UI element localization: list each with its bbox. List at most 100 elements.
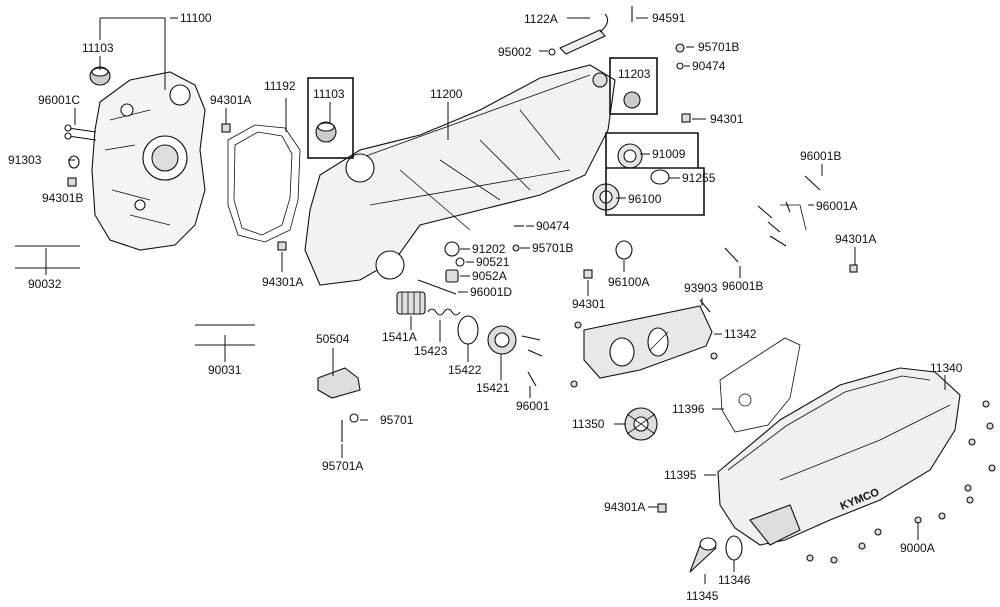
part-label: 96001C [38,93,80,107]
callout-box [609,57,658,115]
leader-lines [45,17,946,584]
bolt-group-part [521,335,543,387]
plug-part [445,269,459,283]
part-label: 96001B [722,279,763,293]
part-label: 95701B [698,40,739,54]
part-label: 95701 [380,413,414,427]
dowel-pin-part [221,123,231,133]
bearing-part [617,143,643,169]
part-label: 91303 [8,153,42,167]
part-label: 94301 [710,112,744,126]
impeller-part [624,407,658,441]
inner-cover-part [583,305,713,379]
breather-pipe-bend [599,13,609,33]
part-label: 96001B [800,149,841,163]
dowel-pin-part [277,241,287,251]
dowel-pin-part [681,113,691,123]
part-label: 15423 [414,344,448,358]
dowel-pin-part [849,264,858,273]
part-label: 96100 [628,192,662,206]
bolt-part [417,279,457,295]
breather-pipe-part [559,29,606,55]
dowel-pin-part [67,177,77,187]
part-label: 11346 [718,573,751,587]
part-label: 11396 [672,402,705,416]
bolt-group-part [570,321,718,388]
part-label: 96001 [516,399,550,413]
part-label: 11100 [180,11,212,25]
part-label: 91255 [682,171,716,185]
cover-gasket-part [719,337,801,433]
part-label: 11345 [686,589,719,603]
part-label: 94301A [262,275,303,289]
dowel-pin-part [583,269,593,279]
part-label: 94301B [42,191,83,205]
gasket-hole [738,393,752,407]
part-label: 94591 [652,11,686,25]
bolt-part [804,175,821,191]
part-label: 94301A [835,232,876,246]
part-label: 95701A [322,459,363,473]
part-label: 11342 [724,327,757,341]
bracket-part [317,367,361,399]
part-label: 96001A [816,199,857,213]
part-label: 94301A [604,500,645,514]
o-ring-part [455,257,465,267]
left-crankcase-part [91,71,206,251]
part-label: 90521 [476,255,510,269]
part-label: 11395 [664,468,697,482]
oil-seal-part [615,240,633,260]
air-duct-rim [699,537,717,551]
part-label: 90032 [28,277,62,291]
bolt-part [724,247,739,263]
part-label: 11200 [430,87,463,101]
part-label: 94301 [572,297,606,311]
part-label: 15421 [476,381,510,395]
part-label: 90474 [692,59,726,73]
part-label: 11350 [572,417,605,431]
bolt-part [675,43,685,53]
part-label: 91009 [652,147,686,161]
callout-box [605,132,705,216]
bolt-part [512,244,520,252]
part-label: 11192 [264,79,296,93]
gasket-inner-outline [233,131,293,236]
part-label: 96100A [608,275,649,289]
stud-bolts-part [15,245,80,269]
part-label: 96001D [470,285,512,299]
part-label: 50504 [316,332,350,346]
oil-filter-part [396,291,426,315]
seal-ring-part [68,155,80,169]
bolt-part [349,413,359,423]
part-label: 1122A [524,12,558,26]
bolt-group-part [806,400,996,564]
gasket-part [227,124,301,243]
filter-cap-part [487,325,517,355]
washer-part [676,62,684,70]
part-label: 94301A [210,93,251,107]
right-crankcase-part [304,64,616,286]
bushing-part [623,91,641,109]
dowel-pin-part [657,503,667,513]
part-label: 90474 [536,219,570,233]
part-label: 9052A [472,269,507,283]
seal-part [444,241,460,257]
part-label: 95002 [498,45,532,59]
part-label: 11103 [313,87,345,101]
hose-clamp-part [725,535,743,561]
part-label: 9000A [900,541,935,555]
part-label: 95701B [532,241,573,255]
part-label: 90031 [208,363,242,377]
washer-part [548,48,556,56]
part-number-labels: 11100 11103 96001C 91303 94301B 90032 94… [8,11,963,603]
spring-part [427,308,461,316]
part-label: 91202 [472,242,506,256]
bolt-group-part [757,201,807,247]
part-label: 15422 [448,363,482,377]
part-label: 11340 [930,361,963,375]
o-ring-part [457,315,479,345]
part-label: 93903 [684,281,718,295]
oil-seal-part [650,169,670,185]
part-label: 11103 [82,41,114,55]
